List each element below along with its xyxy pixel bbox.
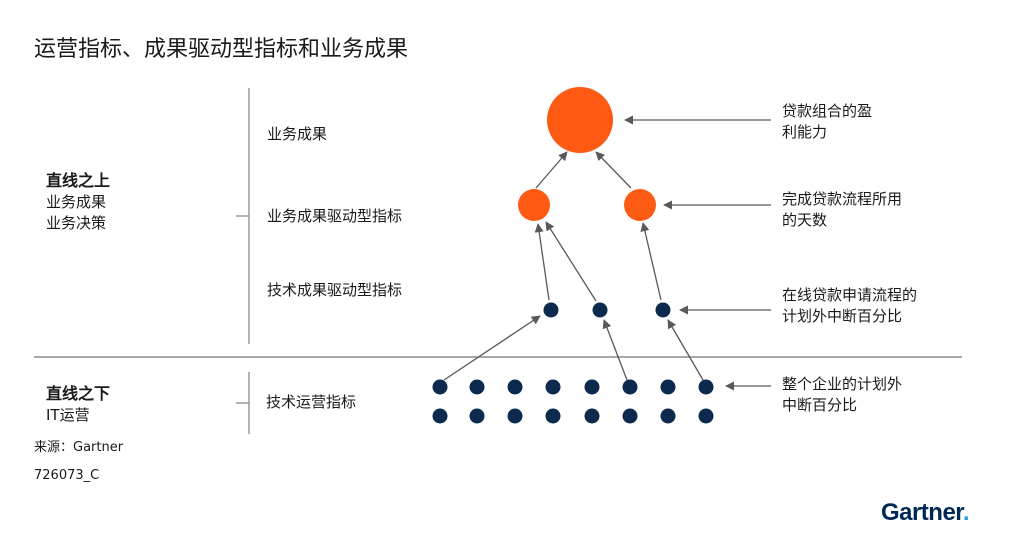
ops-node bbox=[545, 379, 561, 395]
annotation-profitability: 贷款组合的盈 利能力 bbox=[782, 101, 872, 143]
level-label-business-outcome: 业务成果 bbox=[267, 125, 328, 143]
annotation-loan-days: 完成贷款流程所用 的天数 bbox=[782, 189, 902, 231]
figure-code: 726073_C bbox=[34, 468, 100, 483]
ops-node bbox=[507, 379, 523, 395]
arrow-driver-left-to-outcome bbox=[535, 151, 568, 189]
gartner-logo: Gartner. bbox=[880, 499, 970, 527]
ops-node bbox=[432, 379, 448, 395]
below-line-group: 直线之下 IT运营 bbox=[46, 383, 110, 426]
ops-node bbox=[469, 408, 485, 424]
ops-node bbox=[698, 408, 714, 424]
below-line-title: 直线之下 bbox=[46, 384, 111, 403]
arrow-tech1-to-driver-left bbox=[534, 223, 550, 301]
annotation-line: 的天数 bbox=[782, 211, 828, 229]
ops-node bbox=[545, 408, 561, 424]
annotation-online-outage: 在线贷款申请流程的 计划外中断百分比 bbox=[782, 285, 917, 327]
ops-node bbox=[622, 379, 638, 395]
annotation-line: 在线贷款申请流程的 bbox=[782, 286, 918, 304]
ops-node bbox=[660, 408, 676, 424]
above-line-title: 直线之上 bbox=[46, 171, 111, 190]
level-label-tech-driver: 技术成果驱动型指标 bbox=[267, 281, 403, 299]
below-line-item: IT运营 bbox=[46, 406, 90, 424]
ops-node bbox=[660, 379, 676, 395]
ops-node bbox=[622, 408, 638, 424]
ops-node bbox=[469, 379, 485, 395]
ops-node bbox=[584, 379, 600, 395]
arrow-tech3-to-driver-right bbox=[640, 222, 662, 301]
tech-driver-node-1 bbox=[543, 302, 559, 318]
ops-node bbox=[698, 379, 714, 395]
level-label-business-driver: 业务成果驱动型指标 bbox=[267, 207, 403, 225]
level-label-tech-ops: 技术运营指标 bbox=[266, 393, 357, 411]
business-driver-node-left bbox=[518, 189, 550, 221]
annotation-line: 贷款组合的盈 bbox=[782, 102, 873, 120]
tech-driver-node-2 bbox=[592, 302, 608, 318]
above-line-group: 直线之上 业务成果 业务决策 bbox=[46, 170, 110, 234]
business-driver-node-right bbox=[624, 189, 656, 221]
annotation-line: 中断百分比 bbox=[782, 396, 858, 414]
page-title: 运营指标、成果驱动型指标和业务成果 bbox=[34, 37, 409, 62]
arrow-driver-right-to-outcome bbox=[595, 151, 632, 189]
annotation-line: 整个企业的计划外 bbox=[782, 375, 903, 393]
tech-driver-node-3 bbox=[655, 302, 671, 318]
source-note: 来源：Gartner bbox=[34, 440, 124, 455]
ops-node bbox=[584, 408, 600, 424]
above-line-item: 业务成果 bbox=[46, 193, 107, 211]
annotation-line: 利能力 bbox=[782, 123, 828, 141]
arrow-ops-to-tech3 bbox=[667, 319, 704, 381]
arrow-ops-to-tech1 bbox=[443, 315, 541, 381]
annotation-line: 完成贷款流程所用 bbox=[782, 190, 903, 208]
logo-text: Gartner bbox=[880, 499, 963, 526]
annotation-line: 计划外中断百分比 bbox=[782, 307, 903, 325]
arrow-ops-to-tech2 bbox=[602, 319, 628, 381]
ops-node bbox=[432, 408, 448, 424]
above-line-item: 业务决策 bbox=[46, 214, 107, 232]
ops-node bbox=[507, 408, 523, 424]
annotation-enterprise-outage: 整个企业的计划外 中断百分比 bbox=[782, 374, 902, 416]
logo-dot: . bbox=[962, 499, 970, 526]
arrow-tech2-to-driver-left bbox=[545, 221, 597, 302]
business-outcome-node bbox=[547, 87, 613, 153]
